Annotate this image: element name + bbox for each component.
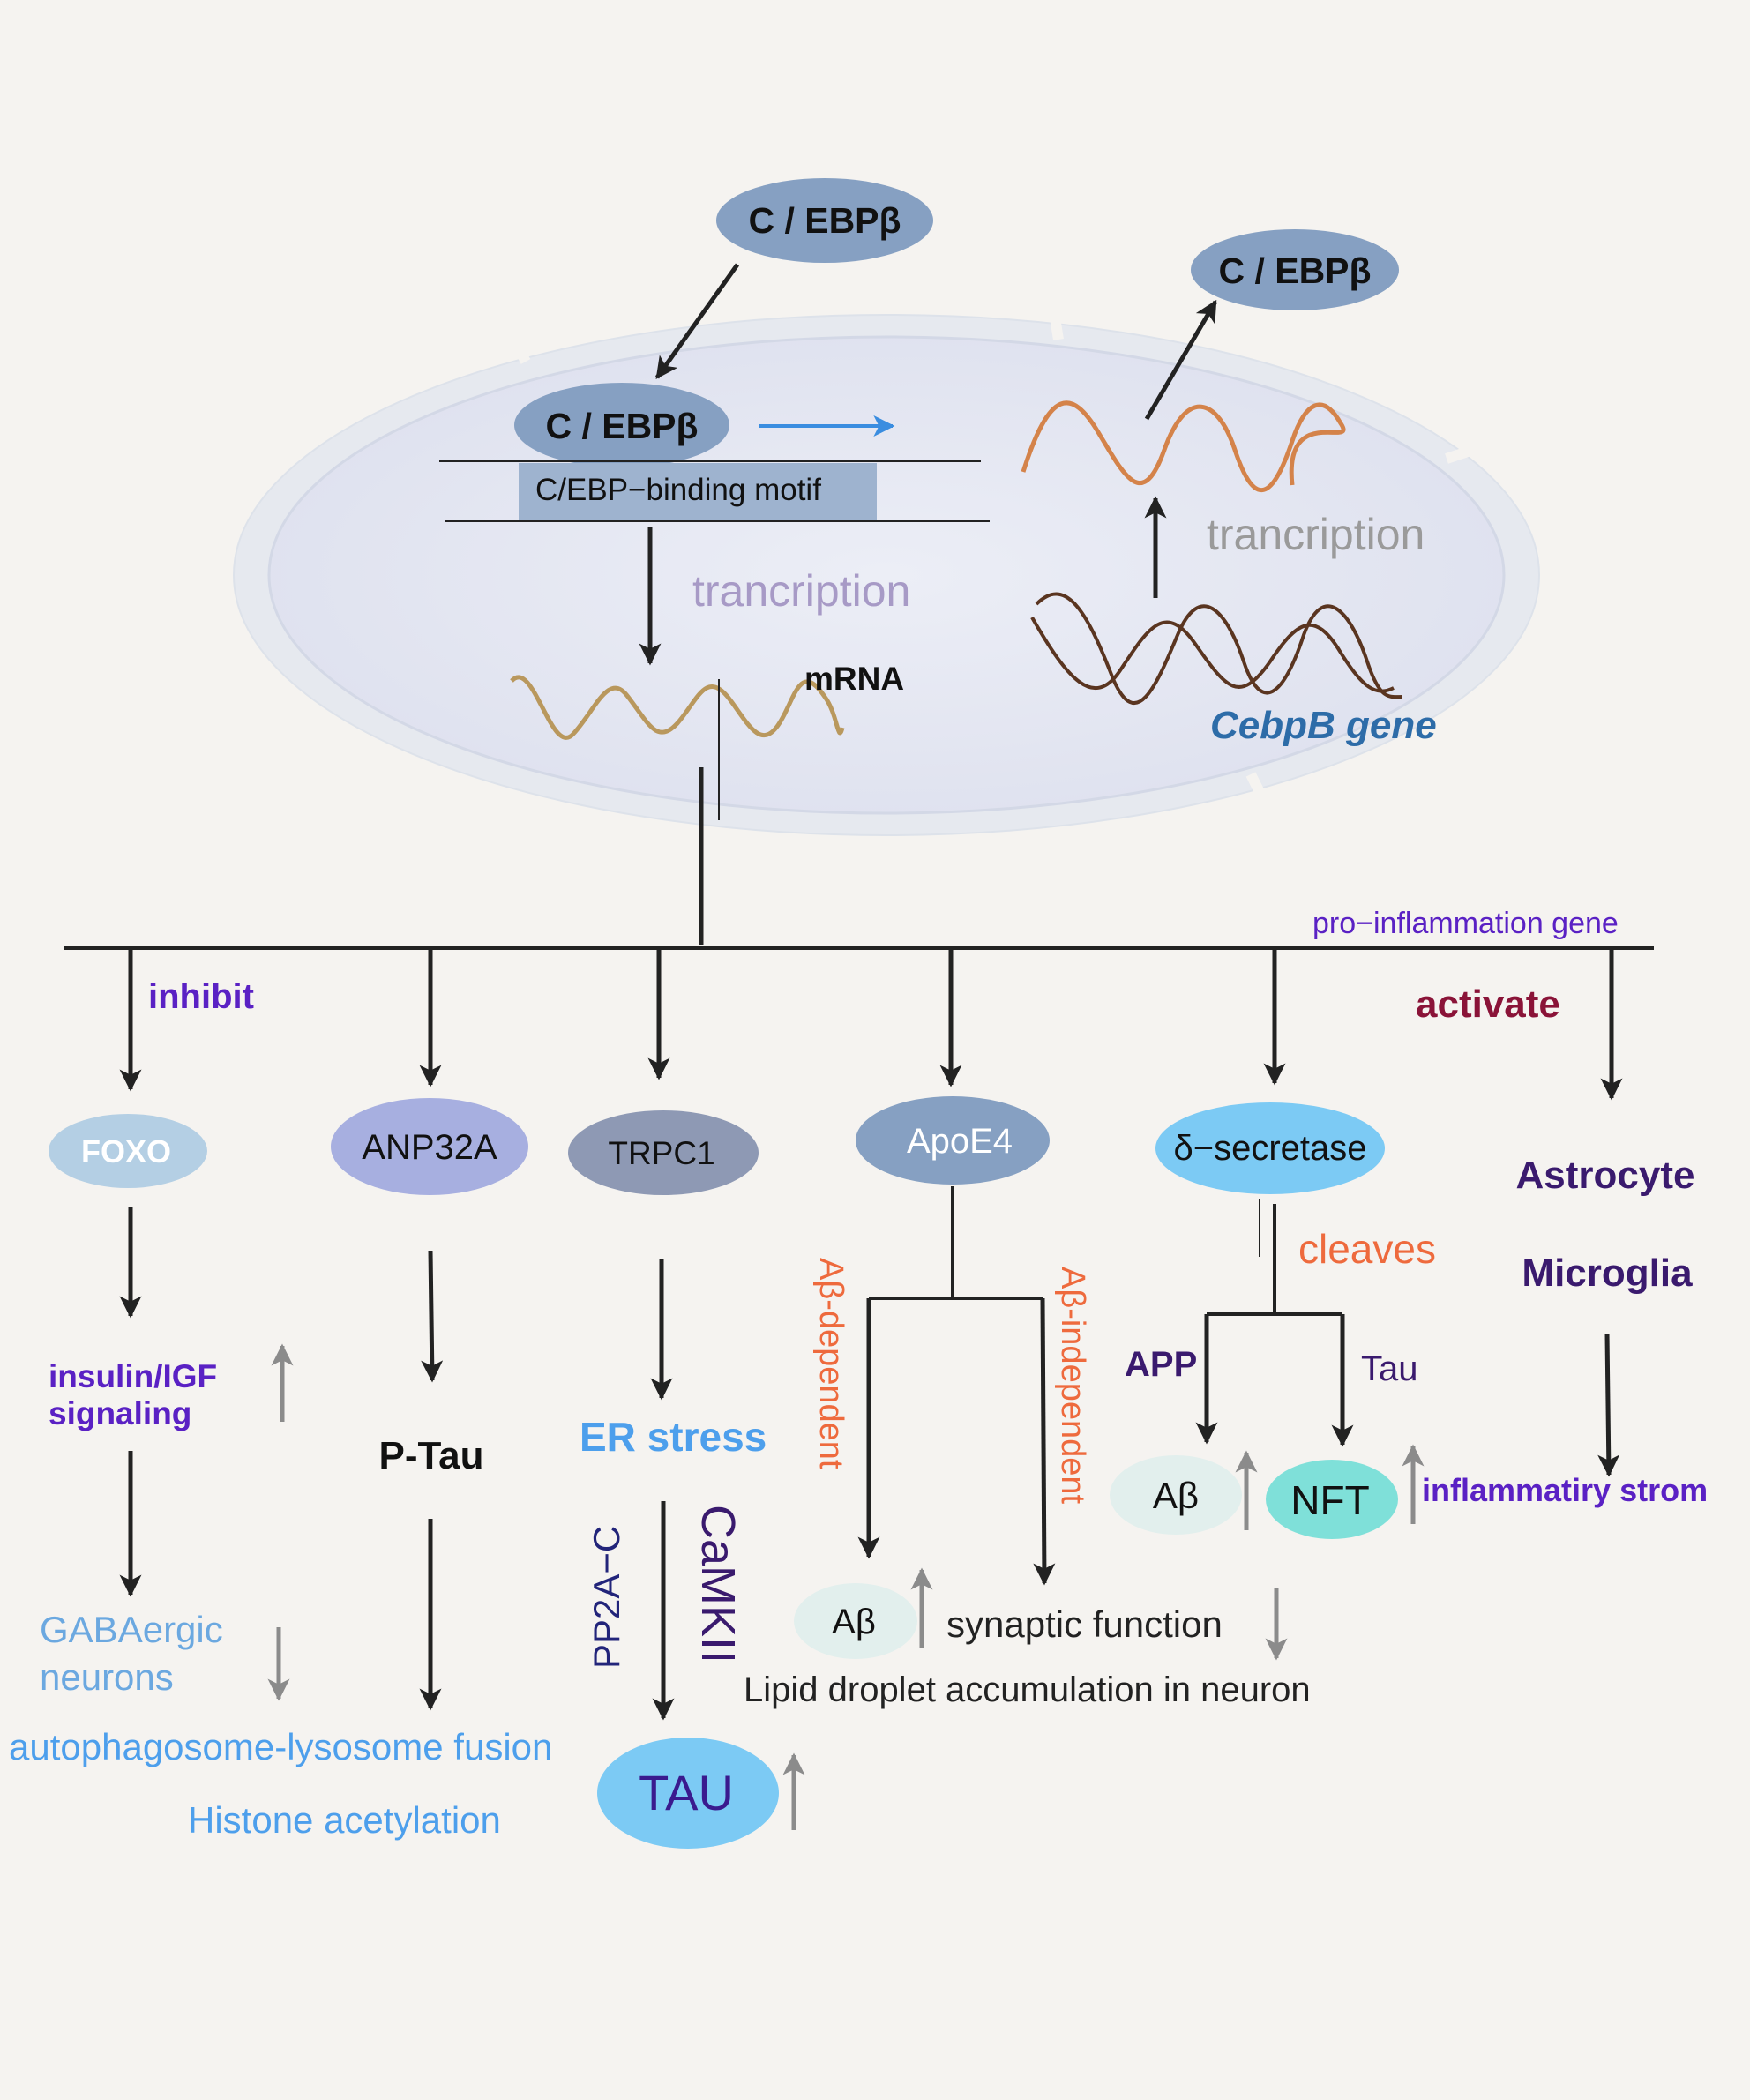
apoe-right-arrow [1033, 1297, 1056, 1586]
svg-text:C / EBPβ: C / EBPβ [545, 406, 698, 446]
pp2a-label: PP2A−C [586, 1526, 627, 1669]
import-arrow [654, 263, 740, 380]
nuclear-pores [331, 311, 1475, 805]
ebp-bound-node: C / EBPβ [514, 383, 729, 467]
svg-text:C/EBP−binding motif: C/EBP−binding motif [535, 473, 821, 507]
tau-node: TAU [597, 1738, 779, 1849]
svg-text:C / EBPβ: C / EBPβ [1218, 250, 1371, 291]
astrocyte-label: Astrocyte [1516, 1154, 1695, 1197]
synaptic-function-label: synaptic function [946, 1603, 1223, 1645]
svg-text:δ−secretase: δ−secretase [1173, 1129, 1366, 1168]
app-label: APP [1125, 1345, 1197, 1384]
ebp-exported-node: C / EBPβ [1191, 229, 1399, 310]
ebp-outside-node: C / EBPβ [716, 178, 933, 263]
svg-text:ANP32A: ANP32A [362, 1128, 497, 1167]
ptau-label: P-Tau [379, 1434, 484, 1477]
inflammatory-storm-label: inflammatiry strom [1422, 1472, 1708, 1508]
activate-label: activate [1416, 983, 1560, 1026]
tau-branch-label: Tau [1361, 1349, 1418, 1388]
cleaves-label: cleaves [1298, 1226, 1436, 1272]
pro-inflammation-label: pro−inflammation gene [1312, 907, 1619, 940]
binding-motif: C/EBP−binding motif [439, 460, 990, 522]
svg-text:C / EBPβ: C / EBPβ [748, 200, 901, 241]
apoe-abeta-node: Aβ [794, 1583, 917, 1659]
transcription-label-right: trancription [1207, 510, 1425, 559]
nft-node: NFT [1266, 1460, 1398, 1539]
trpc1-node: TRPC1 [568, 1110, 759, 1195]
cebpb-gene-double-helix [1030, 592, 1403, 705]
delta-secretase-node: δ−secretase [1155, 1102, 1385, 1194]
lipid-droplet-label: Lipid droplet accumulation in neuron [744, 1670, 1311, 1709]
secretase-abeta-node: Aβ [1110, 1455, 1242, 1535]
svg-text:FOXO: FOXO [81, 1133, 171, 1170]
apoe4-node: ApoE4 [856, 1096, 1050, 1185]
svg-text:TAU: TAU [639, 1765, 734, 1820]
gaba-line2: neurons [40, 1656, 174, 1698]
insulin-igf-line1: insulin/IGF [49, 1358, 217, 1394]
gaba-line1: GABAergic [40, 1609, 223, 1650]
insulin-igf-line2: signaling [49, 1395, 191, 1431]
autophagy-label: autophagosome-lysosome fusion [9, 1726, 552, 1767]
anp-down-arrow-1 [421, 1250, 444, 1383]
export-arrow [1144, 299, 1218, 421]
glia-down-arrow [1597, 1333, 1620, 1477]
svg-text:ApoE4: ApoE4 [907, 1122, 1013, 1161]
mrna-wave [510, 675, 845, 740]
inhibit-label: inhibit [148, 977, 254, 1016]
histone-label: Histone acetylation [188, 1799, 501, 1841]
anp32a-node: ANP32A [331, 1098, 528, 1195]
foxo-node: FOXO [49, 1114, 207, 1188]
cebpb-gene-label: CebpB gene [1210, 704, 1437, 747]
svg-text:Aβ: Aβ [1153, 1475, 1199, 1516]
transcription-label-left: trancription [692, 566, 910, 616]
er-stress-label: ER stress [580, 1414, 767, 1460]
svg-text:Aβ: Aβ [832, 1603, 876, 1641]
svg-text:NFT: NFT [1290, 1477, 1369, 1523]
camkii-label: CaMKII [692, 1505, 744, 1663]
mrna-label: mRNA [804, 661, 904, 697]
svg-text:TRPC1: TRPC1 [608, 1135, 714, 1171]
microglia-label: Microglia [1522, 1252, 1693, 1295]
abeta-dependent-label: Aβ-dependent [812, 1258, 849, 1469]
abeta-independent-label: Aβ-independent [1054, 1267, 1091, 1505]
transcript-wave [1021, 400, 1346, 492]
